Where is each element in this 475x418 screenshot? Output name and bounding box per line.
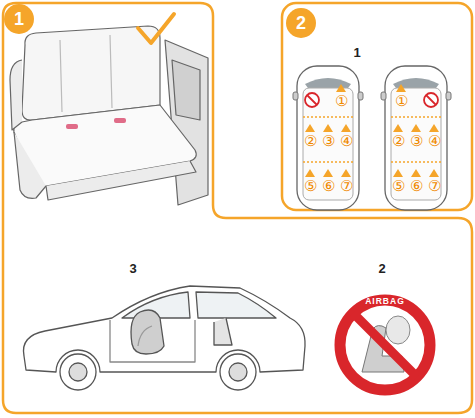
callout-number: ② <box>392 133 405 148</box>
windshield <box>305 78 351 88</box>
car-side-view <box>23 286 305 390</box>
callout-number: 3 <box>129 262 136 275</box>
direction-arrow <box>411 169 421 177</box>
isofix-anchor <box>114 118 126 123</box>
car-top-views <box>293 66 451 210</box>
direction-arrow <box>341 124 351 132</box>
callout-number: ④ <box>428 133 441 148</box>
row-divider <box>303 116 353 117</box>
car-body <box>297 66 359 210</box>
direction-arrow <box>336 84 346 92</box>
airbag-warning <box>340 300 430 390</box>
prohibited-sign <box>305 93 319 107</box>
direction-arrow <box>396 84 406 92</box>
callout-number: ⑦ <box>428 178 441 193</box>
callout-number: ② <box>304 133 317 148</box>
panel-outline <box>3 3 472 413</box>
direction-arrow <box>341 169 351 177</box>
callout-number: ⑥ <box>410 178 423 193</box>
rear-seat <box>10 26 208 205</box>
prohibited-sign <box>424 93 438 107</box>
step-badge: 1 <box>4 4 34 34</box>
mirror <box>381 92 386 100</box>
direction-arrow <box>305 124 315 132</box>
callout-number: ③ <box>410 133 423 148</box>
panel-outline <box>282 3 472 210</box>
direction-arrow <box>305 169 315 177</box>
step-number: 1 <box>14 9 24 30</box>
callout-number: 1 <box>353 46 360 59</box>
callout-number: ④ <box>340 133 353 148</box>
mirror <box>293 92 298 100</box>
interior <box>391 88 441 200</box>
callout-number: ⑤ <box>392 178 405 193</box>
direction-arrow <box>411 124 421 132</box>
callout-number: ① <box>395 93 408 108</box>
direction-arrow <box>323 169 333 177</box>
direction-arrow <box>429 124 439 132</box>
interior <box>303 88 353 200</box>
step-number: 2 <box>296 13 306 34</box>
callout-number: ⑦ <box>340 178 353 193</box>
direction-arrow <box>429 169 439 177</box>
row-divider <box>303 161 353 162</box>
direction-arrow <box>393 169 403 177</box>
mirror <box>358 92 363 100</box>
check-mark <box>138 14 174 43</box>
row-divider <box>391 116 441 117</box>
callout-number: 2 <box>378 262 385 275</box>
callout-number: ⑤ <box>304 178 317 193</box>
row-divider <box>391 161 441 162</box>
isofix-anchor <box>66 124 78 129</box>
mirror <box>446 92 451 100</box>
warning-text: AIRBAG <box>365 297 405 306</box>
car-body <box>385 66 447 210</box>
callout-number: ⑥ <box>322 178 335 193</box>
direction-arrow <box>393 124 403 132</box>
step-badge: 2 <box>286 8 316 38</box>
callout-number: ③ <box>322 133 335 148</box>
prohibited-sign <box>307 95 317 105</box>
direction-arrow <box>323 124 333 132</box>
callout-number: ① <box>335 93 348 108</box>
prohibited-sign <box>426 95 436 105</box>
